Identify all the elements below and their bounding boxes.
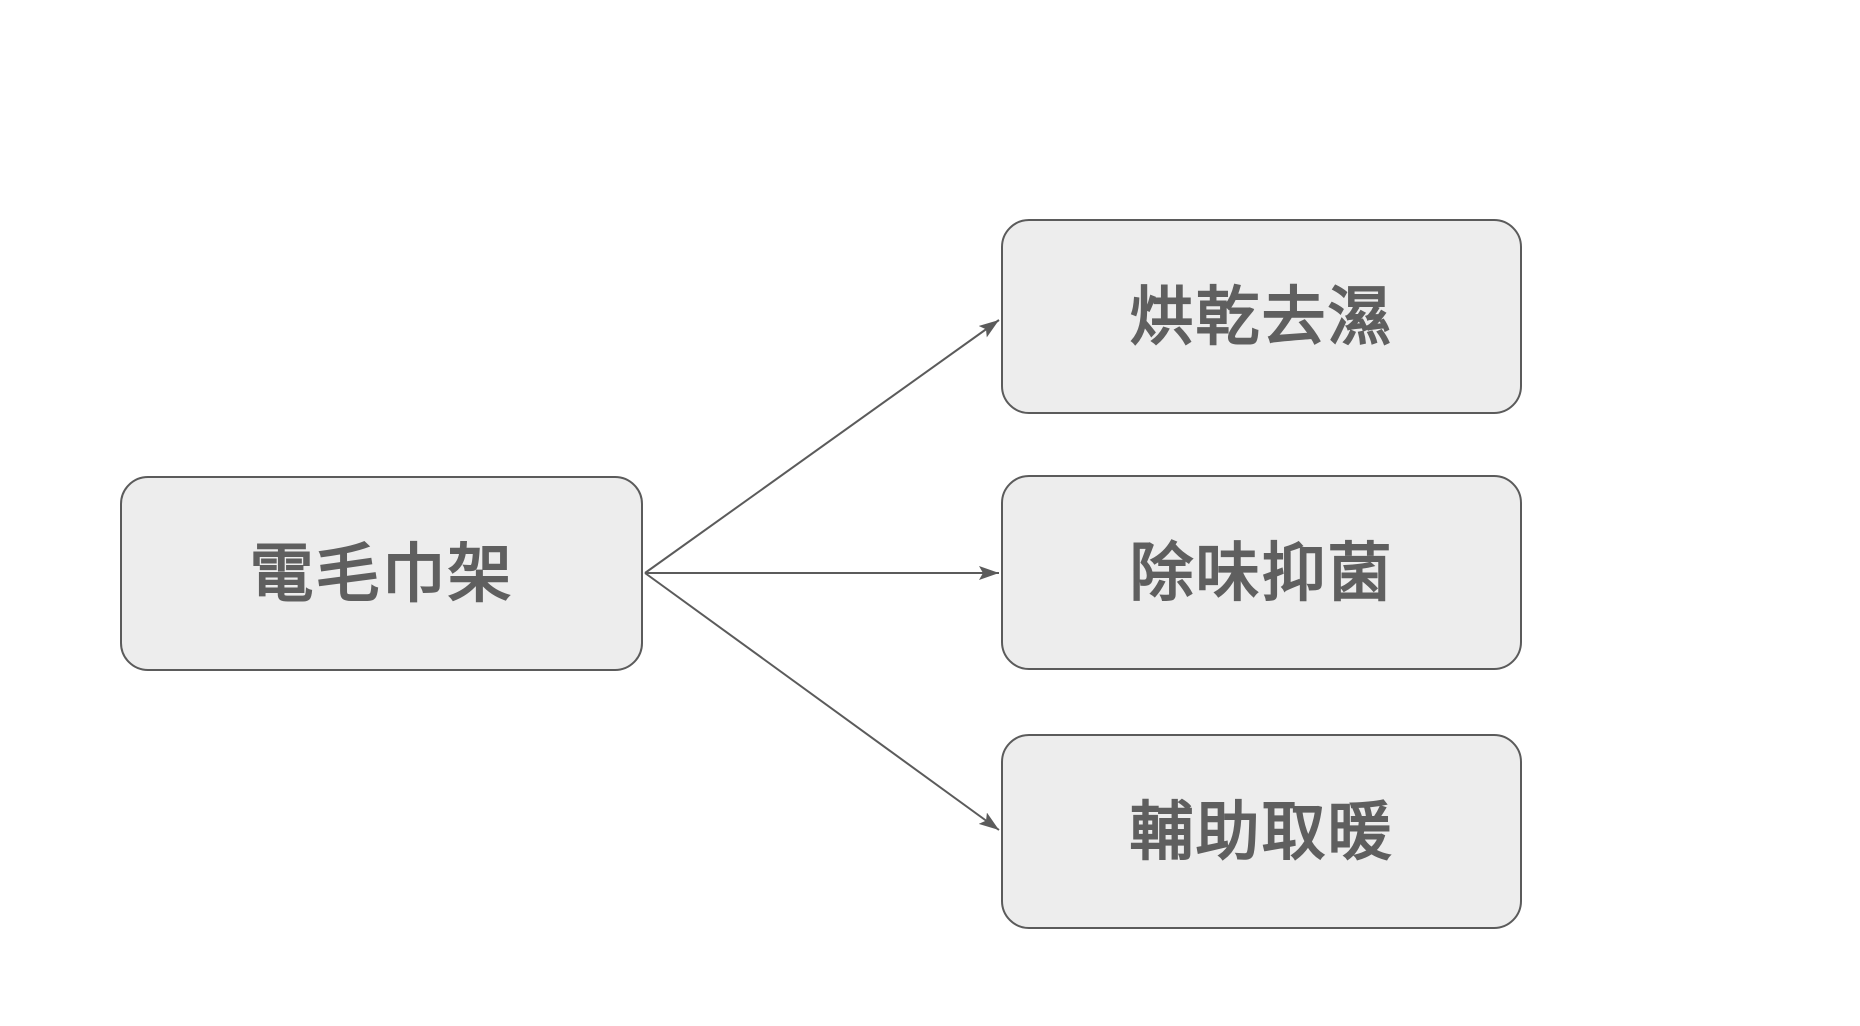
edge-root-to-drying bbox=[644, 319, 1000, 574]
node-root-label: 電毛巾架 bbox=[249, 537, 514, 610]
node-root-electric-towel-rack[interactable]: 電毛巾架 bbox=[120, 476, 643, 671]
node-child-drying-label: 烘乾去濕 bbox=[1129, 280, 1394, 353]
node-child-deodorize-label: 除味抑菌 bbox=[1129, 536, 1394, 609]
node-child-heating[interactable]: 輔助取暖 bbox=[1001, 734, 1522, 929]
node-child-drying[interactable]: 烘乾去濕 bbox=[1001, 219, 1522, 414]
node-child-heating-label: 輔助取暖 bbox=[1129, 795, 1394, 868]
edge-root-to-heating bbox=[644, 572, 1000, 831]
node-child-deodorize[interactable]: 除味抑菌 bbox=[1001, 475, 1522, 670]
